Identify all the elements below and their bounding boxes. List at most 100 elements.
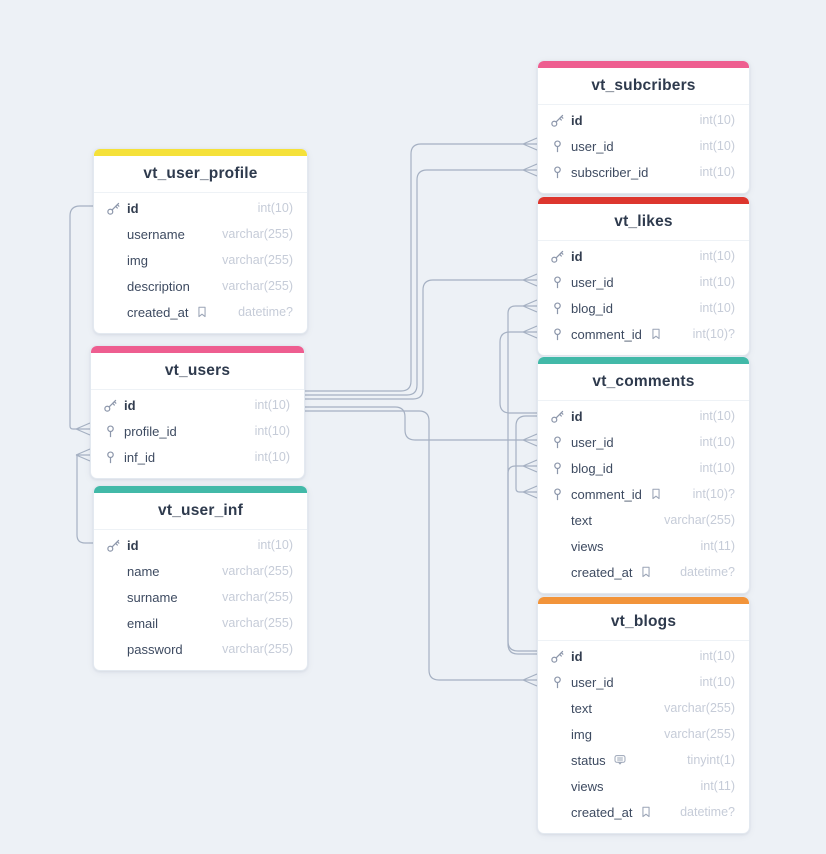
foreign-key-icon	[550, 461, 565, 476]
field-type: int(10)	[254, 398, 290, 412]
field-name: text	[571, 512, 592, 528]
field-icon-placeholder	[550, 539, 565, 554]
relationship-line	[507, 459, 538, 655]
foreign-key-icon	[103, 450, 118, 465]
field-type: int(10)?	[692, 487, 735, 501]
table-title: vt_likes	[614, 213, 673, 230]
field-icon-placeholder	[106, 227, 121, 242]
relationship-line	[305, 163, 538, 396]
table-title: vt_user_inf	[158, 502, 243, 519]
field-name: created_at	[571, 804, 633, 820]
table-accent-bar	[538, 597, 749, 604]
primary-key-icon	[106, 538, 121, 553]
table-title: vt_blogs	[610, 613, 677, 630]
field-row-id: id int(10)	[538, 243, 749, 269]
field-row-views: views int(11)	[538, 533, 749, 559]
field-name: id	[571, 248, 583, 264]
crow-foot-many-marker	[522, 673, 538, 687]
field-icon-placeholder	[550, 727, 565, 742]
bookmark-icon	[195, 305, 209, 319]
field-type: int(11)	[700, 539, 735, 553]
field-name: description	[127, 278, 190, 294]
field-type: int(10)	[699, 275, 735, 289]
field-name: comment_id	[571, 486, 642, 502]
field-type: int(11)	[700, 779, 735, 793]
field-type: int(10)	[699, 649, 735, 663]
field-name: user_id	[571, 674, 614, 690]
foreign-key-icon	[550, 675, 565, 690]
field-icon-placeholder	[550, 701, 565, 716]
field-icon-placeholder	[106, 253, 121, 268]
relationship-line	[515, 415, 538, 499]
foreign-key-icon	[550, 301, 565, 316]
foreign-key-icon	[550, 435, 565, 450]
foreign-key-icon	[550, 327, 565, 342]
field-type: int(10)	[257, 201, 293, 215]
field-type: int(10)	[699, 461, 735, 475]
foreign-key-icon	[550, 487, 565, 502]
table-accent-bar	[94, 486, 307, 493]
relationship-line	[305, 406, 538, 447]
table-accent-bar	[538, 357, 749, 364]
crow-foot-many-marker	[522, 459, 538, 473]
field-name: status	[571, 752, 606, 768]
field-name: id	[124, 397, 136, 413]
field-type: datetime?	[680, 805, 735, 819]
field-icon-placeholder	[550, 779, 565, 794]
field-type: int(10)	[699, 301, 735, 315]
field-name: text	[571, 700, 592, 716]
table-accent-bar	[91, 346, 304, 353]
field-icon-placeholder	[106, 590, 121, 605]
field-name: subscriber_id	[571, 164, 649, 180]
field-type: varchar(255)	[222, 564, 293, 578]
field-type: int(10)	[699, 165, 735, 179]
field-icon-placeholder	[550, 753, 565, 768]
primary-key-icon	[550, 113, 565, 128]
field-name: user_id	[571, 138, 614, 154]
field-type: int(10)	[699, 435, 735, 449]
field-name: created_at	[127, 304, 189, 320]
field-name: views	[571, 778, 604, 794]
field-type: varchar(255)	[222, 227, 293, 241]
crow-foot-many-marker	[522, 325, 538, 339]
table-title: vt_users	[164, 362, 231, 379]
field-type: int(10)	[699, 113, 735, 127]
table-accent-bar	[538, 197, 749, 204]
field-type: int(10)	[699, 139, 735, 153]
table-title: vt_comments	[592, 373, 695, 390]
field-row-comment_id: comment_id int(10)?	[538, 481, 749, 507]
table-title: vt_user_profile	[143, 165, 258, 182]
crow-foot-many-marker	[75, 422, 91, 436]
relationship-line	[305, 273, 538, 400]
field-type: varchar(255)	[664, 701, 735, 715]
field-type: varchar(255)	[222, 253, 293, 267]
field-icon-placeholder	[550, 805, 565, 820]
field-icon-placeholder	[106, 564, 121, 579]
field-icon-placeholder	[550, 513, 565, 528]
field-name: views	[571, 538, 604, 554]
relationship-line	[305, 410, 538, 687]
field-type: int(10)	[699, 249, 735, 263]
field-row-user_id: user_id int(10)	[538, 133, 749, 159]
bookmark-icon	[639, 805, 653, 819]
